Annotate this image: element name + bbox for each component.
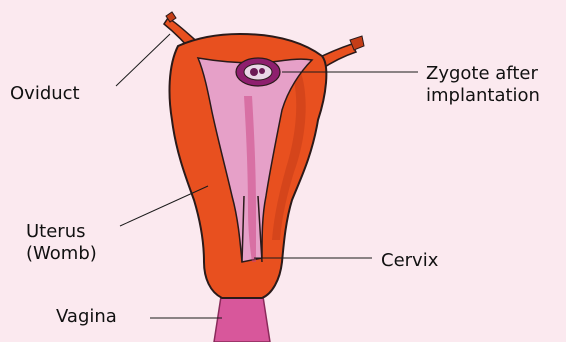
zygote-label: Zygote after implantation [426,63,540,107]
uterus-label: Uterus (Womb) [26,221,97,265]
cervix-label: Cervix [381,250,438,272]
vagina-label: Vagina [56,306,117,328]
zygote [236,58,280,86]
uterus-label-line1: Uterus [26,221,97,243]
zygote-label-line2: implantation [426,85,540,107]
uterus-label-line2: (Womb) [26,243,97,265]
oviduct-pointer [116,34,170,86]
zygote-label-line1: Zygote after [426,63,540,85]
oviduct-label: Oviduct [10,83,80,105]
